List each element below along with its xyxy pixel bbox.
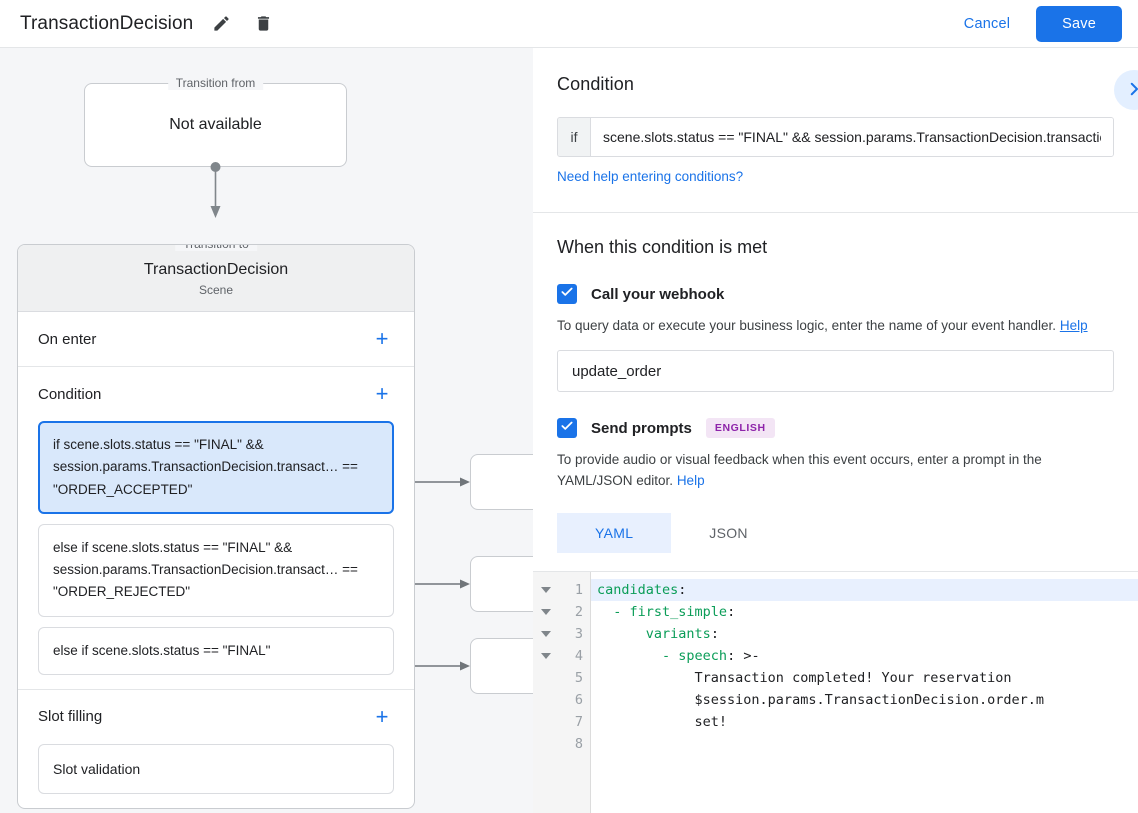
condition-section-title: Condition — [557, 74, 634, 94]
section-title-slot-filling: Slot filling — [38, 708, 103, 726]
tab-json[interactable]: JSON — [671, 513, 786, 553]
code-fold-column — [533, 571, 559, 813]
page-title: TransactionDecision — [20, 12, 194, 34]
when-met-title: When this condition is met — [557, 237, 768, 257]
when-condition-met-section: When this condition is met Call your web… — [533, 213, 1138, 553]
save-button[interactable]: Save — [1036, 5, 1122, 42]
transition-from-value: Not available — [169, 116, 262, 133]
line-number: 7 — [574, 713, 583, 730]
condition-expression-row: if — [557, 117, 1114, 157]
fold-toggle-icon[interactable] — [533, 601, 559, 623]
code-content[interactable]: candidates: - first_simple: variants: - … — [591, 571, 1138, 813]
condition-editor-section: Condition if Need help entering conditio… — [533, 48, 1138, 213]
section-on-enter: On enter + — [18, 312, 414, 367]
edit-button[interactable] — [207, 10, 235, 38]
scene-card-header: TransactionDecision Scene — [18, 245, 414, 312]
transition-target-box[interactable] — [470, 638, 533, 694]
top-bar-actions: Cancel Save — [954, 5, 1138, 42]
event-handler-input[interactable] — [557, 350, 1114, 393]
line-number: 4 — [574, 647, 583, 664]
line-number: 3 — [574, 625, 583, 642]
transition-target-box[interactable] — [470, 556, 533, 612]
transition-from-card: Transition from Not available — [84, 76, 347, 167]
add-slot-filling-button[interactable]: + — [370, 705, 394, 729]
section-title-condition: Condition — [38, 385, 102, 403]
condition-item-selected[interactable]: if scene.slots.status == "FINAL" && sess… — [38, 421, 394, 514]
yaml-code-editor[interactable]: 1 2 3 4 5 6 7 8 candidates: - first_simp… — [533, 570, 1138, 813]
fold-toggle-icon[interactable] — [533, 645, 559, 667]
section-header: Condition + — [38, 367, 394, 421]
condition-item[interactable]: else if scene.slots.status == "FINAL" &&… — [38, 523, 394, 617]
transition-target-box[interactable] — [470, 454, 533, 510]
if-prefix-label: if — [558, 118, 591, 156]
code-line: $session.params.TransactionDecision.orde… — [597, 691, 1045, 708]
code-line: candidates: — [591, 578, 1138, 601]
add-on-enter-button[interactable]: + — [370, 327, 394, 351]
line-number: 1 — [574, 581, 583, 598]
language-badge: ENGLISH — [705, 418, 775, 439]
scene-name: TransactionDecision — [143, 261, 289, 278]
slot-validation-item[interactable]: Slot validation — [38, 743, 394, 794]
code-line — [591, 733, 1138, 755]
call-webhook-checkbox[interactable] — [557, 284, 577, 304]
section-condition: Condition + if scene.slots.status == "FI… — [18, 367, 414, 690]
editor-format-tabs: YAML JSON — [557, 512, 1114, 553]
line-number: 8 — [574, 735, 583, 752]
pencil-icon — [212, 14, 231, 33]
condition-expression-input[interactable] — [591, 118, 1113, 156]
tab-yaml[interactable]: YAML — [557, 512, 672, 553]
code-line: set! — [597, 713, 728, 730]
section-header: Slot filling + — [38, 690, 394, 744]
check-icon — [560, 285, 574, 304]
call-webhook-label: Call your webhook — [591, 285, 725, 303]
section-header: On enter + — [38, 312, 394, 366]
code-line: - speech: >- — [662, 647, 760, 664]
code-line: Transaction completed! Your reservation — [597, 669, 1012, 686]
scene-type: Scene — [198, 283, 234, 297]
prompts-help-link[interactable]: Help — [676, 472, 705, 488]
call-webhook-row: Call your webhook — [557, 284, 1114, 304]
section-title-on-enter: On enter — [38, 330, 97, 348]
fold-toggle-icon[interactable] — [533, 579, 559, 601]
expand-panel-button[interactable] — [1114, 70, 1138, 110]
condition-list: if scene.slots.status == "FINAL" && sess… — [38, 421, 394, 689]
send-prompts-row: Send prompts ENGLISH — [557, 418, 1114, 439]
line-number: 5 — [574, 669, 583, 686]
chevron-right-icon — [1125, 80, 1138, 101]
detail-panel: Condition if Need help entering conditio… — [533, 48, 1138, 813]
transition-from-legend: Transition from — [167, 76, 264, 90]
slot-filling-list: Slot validation — [38, 743, 394, 808]
condition-help-link[interactable]: Need help entering conditions? — [557, 169, 744, 184]
webhook-help-link[interactable]: Help — [1059, 318, 1088, 333]
prompts-description: To provide audio or visual feedback when… — [557, 450, 1114, 491]
top-app-bar: TransactionDecision Cancel Save — [0, 0, 1138, 48]
section-slot-filling: Slot filling + Slot validation — [18, 690, 414, 808]
trash-icon — [254, 14, 273, 33]
webhook-description-text: To query data or execute your business l… — [557, 318, 1057, 333]
fold-toggle-icon[interactable] — [533, 623, 559, 645]
line-number-gutter: 1 2 3 4 5 6 7 8 — [559, 571, 591, 813]
add-condition-button[interactable]: + — [370, 382, 394, 406]
condition-item[interactable]: else if scene.slots.status == "FINAL" — [38, 626, 394, 675]
delete-button[interactable] — [249, 10, 277, 38]
send-prompts-label: Send prompts — [591, 419, 692, 437]
transition-to-legend: Transition to — [175, 244, 257, 251]
check-icon — [560, 419, 574, 438]
scene-graph-panel: Transition from Not available — [0, 48, 533, 813]
code-line: variants: — [645, 625, 719, 642]
code-line: - first_simple: — [613, 603, 736, 620]
cancel-button[interactable]: Cancel — [954, 8, 1020, 40]
line-number: 6 — [574, 691, 583, 708]
prompts-description-text: To provide audio or visual feedback when… — [557, 452, 1042, 488]
line-number: 2 — [574, 603, 583, 620]
send-prompts-checkbox[interactable] — [557, 418, 577, 439]
scene-card: Transition to TransactionDecision Scene … — [17, 244, 415, 809]
webhook-description: To query data or execute your business l… — [557, 316, 1114, 336]
